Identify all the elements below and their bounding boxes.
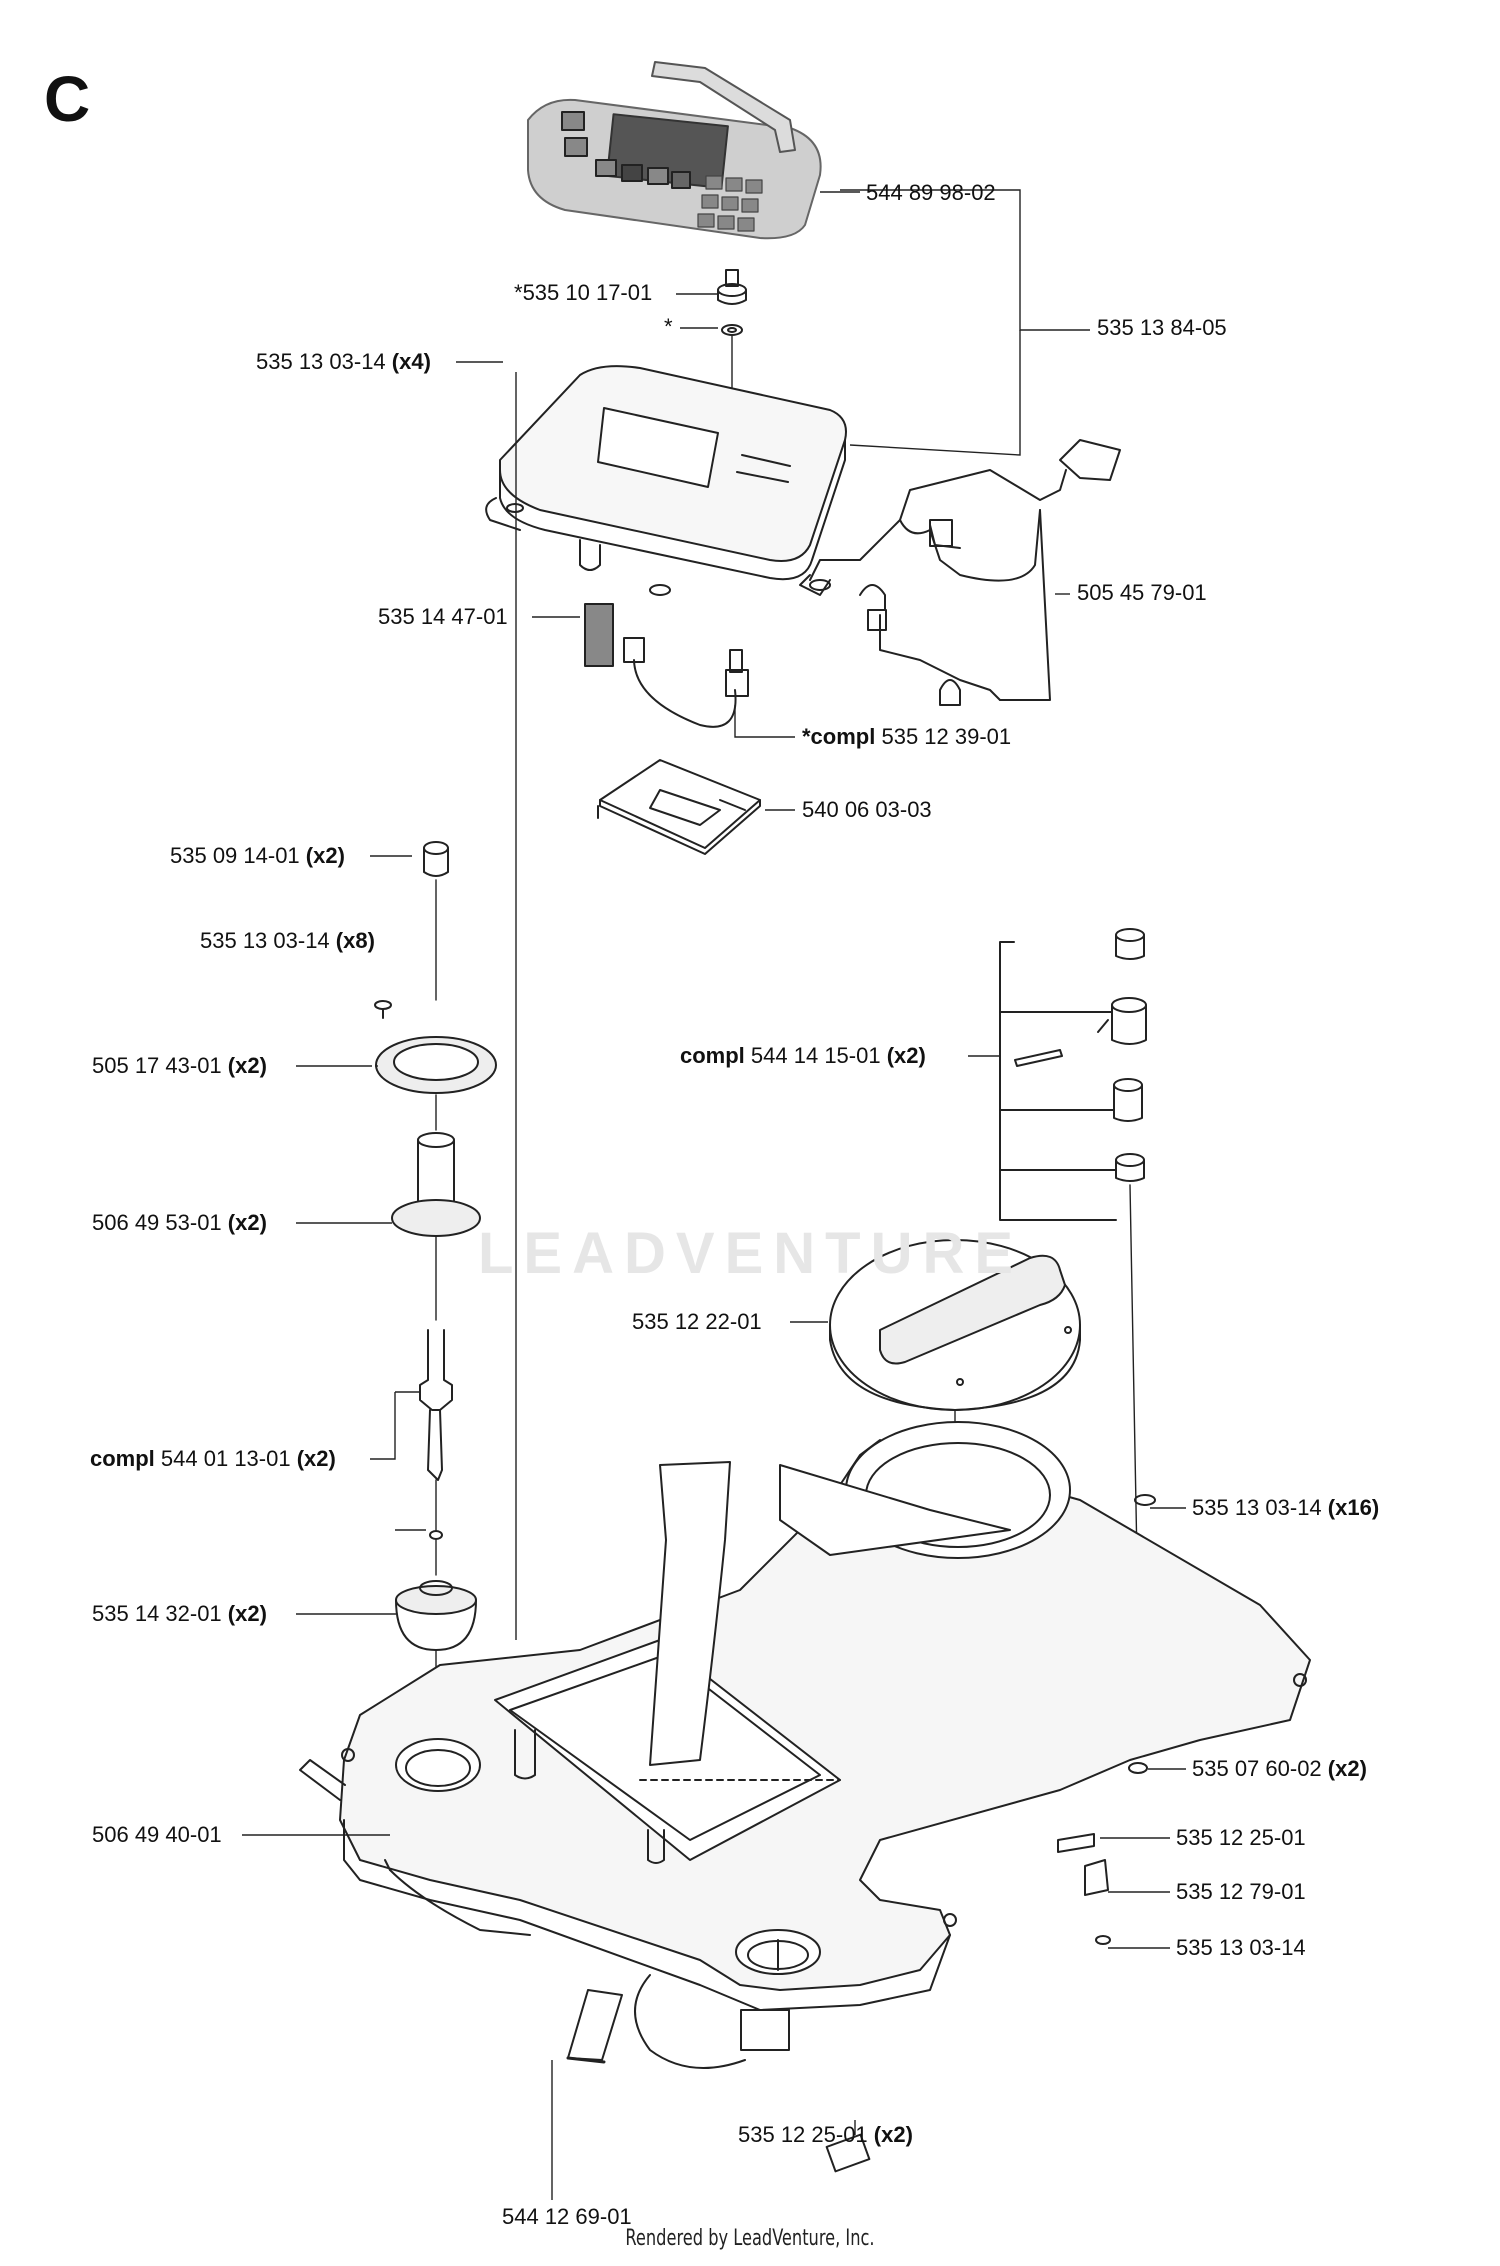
part-label: 535 14 32-01 (x2) (92, 1601, 267, 1626)
part-label: 535 12 25-01 (x2) (738, 2122, 913, 2147)
part-label: compl 544 01 13-01 (x2) (90, 1446, 336, 1471)
boundary-wire-part (384, 1859, 871, 2173)
part-label: 535 14 47-01 (378, 604, 508, 629)
cable-harness-part (799, 439, 1121, 706)
control-housing-part (485, 365, 847, 596)
blade-cover-part (829, 1239, 1081, 1411)
part-label: 535 13 03-14 (x8) (200, 928, 375, 953)
part-label: 544 12 69-01 (502, 2204, 632, 2229)
part-label: 506 49 40-01 (92, 1822, 222, 1847)
part-label: 535 12 25-01 (1176, 1825, 1306, 1850)
circuit-board-part (597, 759, 761, 855)
part-label: 544 89 98-02 (866, 180, 996, 205)
keypad-overlay-part (527, 61, 822, 240)
ribbon-cable-part (566, 1461, 731, 2064)
part-label: 535 12 22-01 (632, 1309, 762, 1334)
part-label: 535 13 03-14 (x4) (256, 349, 431, 374)
part-label: *535 10 17-01 (514, 280, 653, 305)
part-label: 505 45 79-01 (1077, 580, 1207, 605)
part-label: 506 49 53-01 (x2) (92, 1210, 267, 1235)
part-label: 540 06 03-03 (802, 797, 932, 822)
left-spring-stack (374, 841, 497, 1701)
part-label: 535 07 60-02 (x2) (1192, 1756, 1367, 1781)
watermark: LEADVENTURE (478, 1221, 1024, 1286)
chassis-part (299, 1421, 1311, 2011)
part-label: 535 13 03-14 (1176, 1935, 1306, 1960)
part-label: * (664, 314, 673, 339)
section-letter: C (44, 63, 91, 135)
switch-cable-part (584, 603, 749, 728)
part-label: 535 12 79-01 (1176, 1879, 1306, 1904)
part-label: compl 544 14 15-01 (x2) (680, 1043, 926, 1068)
part-label: 535 13 03-14 (x16) (1192, 1495, 1380, 1520)
part-label: *compl 535 12 39-01 (802, 724, 1012, 749)
part-label: 535 09 14-01 (x2) (170, 843, 345, 868)
right-fittings (1057, 1494, 1156, 1945)
leader-lines (242, 189, 1186, 2200)
footer-credit: Rendered by LeadVenture, Inc. (625, 2226, 875, 2251)
part-label: 535 13 84-05 (1097, 315, 1227, 340)
part-label: 505 17 43-01 (x2) (92, 1053, 267, 1078)
